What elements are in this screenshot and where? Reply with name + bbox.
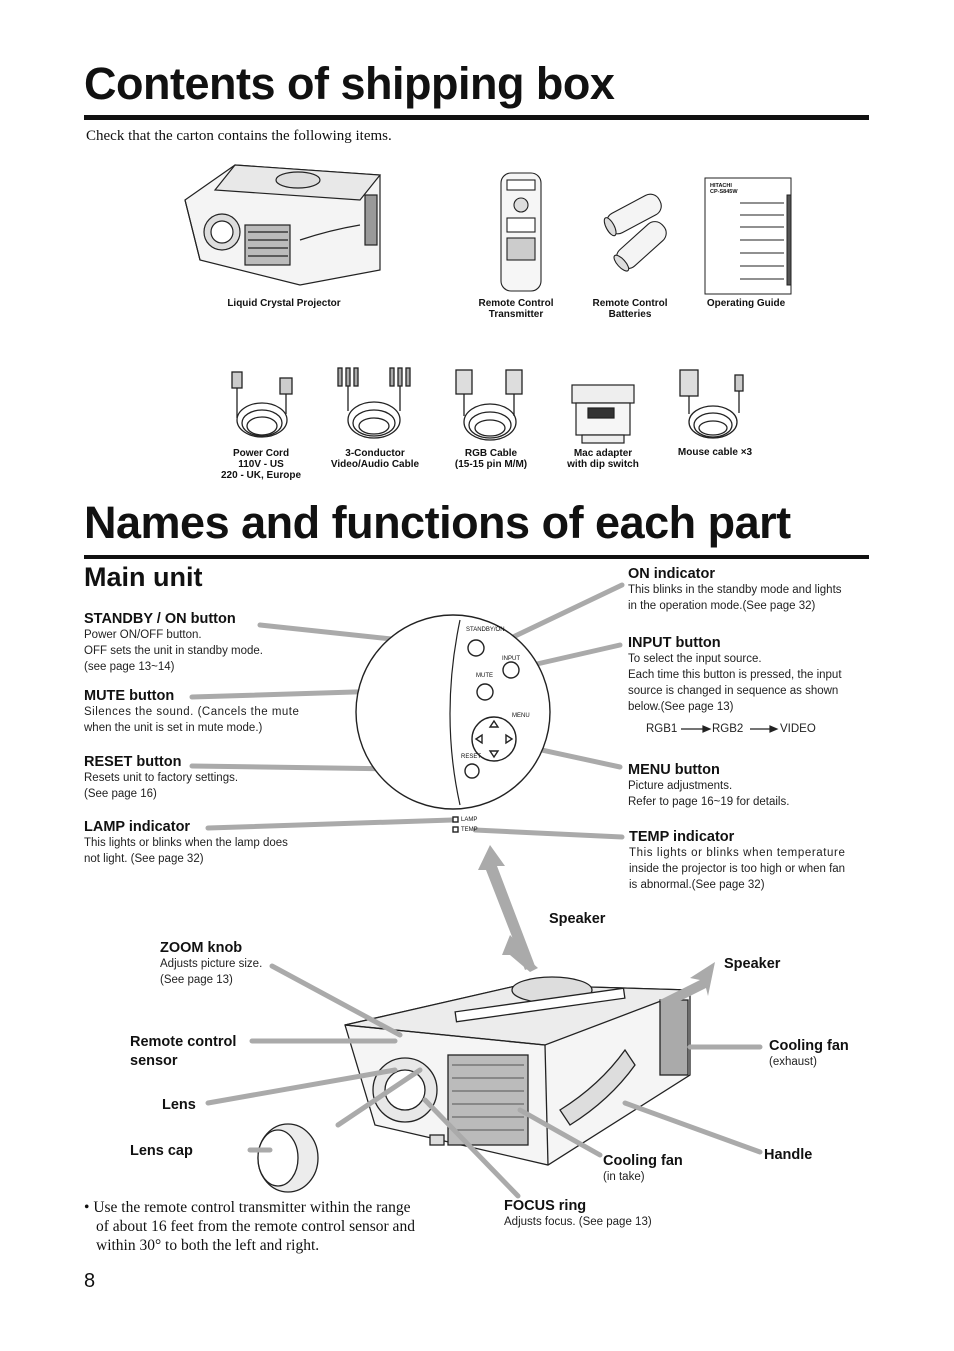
sequence-rgb2: RGB2 — [712, 723, 744, 735]
panel-label-reset: RESET — [461, 754, 482, 760]
title-rule — [84, 115, 869, 120]
part-temp: TEMP indicator This lights or blinks whe… — [629, 829, 846, 891]
mouse-cable-image — [679, 369, 744, 439]
part-reset: RESET button Resets unit to factory sett… — [84, 754, 239, 800]
part-on-indicator: ON indicator This blinks in the standby … — [628, 566, 842, 612]
part-lens: Lens — [162, 1097, 196, 1113]
caption-rgb-cable: RGB Cable(15-15 pin M/M) — [454, 448, 528, 470]
part-fan-exhaust: Cooling fan (exhaust) — [769, 1038, 849, 1068]
intro-text: Check that the carton contains the follo… — [86, 128, 392, 144]
part-fan-intake: Cooling fan (in take) — [603, 1153, 683, 1183]
part-speaker-side: Speaker — [724, 956, 781, 972]
part-lens-cap: Lens cap — [130, 1143, 193, 1159]
rgb-cable-image — [455, 369, 523, 441]
remote-image — [500, 172, 542, 292]
part-input: INPUT button To select the input source.… — [628, 635, 842, 713]
guide-image — [704, 177, 792, 295]
part-zoom: ZOOM knob Adjusts picture size. (See pag… — [160, 940, 263, 986]
page-number: 8 — [84, 1270, 96, 1292]
part-speaker-top: Speaker — [549, 911, 606, 927]
sequence-rgb1: RGB1 — [646, 723, 678, 735]
section-title-contents: Contents of shipping box — [84, 58, 615, 109]
caption-mouse-cable: Mouse cable ×3 — [677, 447, 753, 458]
panel-label-temp: TEMP — [461, 827, 478, 833]
panel-label-standby: STANDBY/ON — [466, 627, 505, 633]
panel-label-input: INPUT — [502, 656, 520, 662]
section-title-names: Names and functions of each part — [84, 497, 791, 548]
panel-label-lamp: LAMP — [461, 817, 478, 823]
subtitle-main-unit: Main unit — [84, 562, 203, 592]
part-lamp: LAMP indicator This lights or blinks whe… — [84, 819, 288, 865]
batteries-image — [603, 193, 667, 272]
control-panel — [355, 614, 551, 833]
part-focus: FOCUS ring Adjusts focus. (See page 13) — [504, 1198, 652, 1228]
panel-label-mute: MUTE — [476, 673, 493, 679]
power-cord-image — [231, 371, 293, 438]
sequence-video: VIDEO — [780, 723, 816, 735]
title-rule-2 — [84, 555, 869, 559]
guide-cover-text: HITACHI CP-S845W — [710, 183, 738, 195]
lens-cap-image — [257, 1123, 319, 1193]
mac-adapter-image — [571, 384, 635, 444]
part-menu: MENU button Picture adjustments. Refer t… — [628, 762, 790, 808]
panel-label-menu: MENU — [512, 713, 530, 719]
remote-range-note-3: within 30° to both the left and right. — [96, 1237, 320, 1254]
av-cable-image — [337, 367, 411, 439]
part-handle: Handle — [764, 1147, 813, 1163]
part-standby: STANDBY / ON button Power ON/OFF button.… — [84, 611, 263, 673]
part-mute: MUTE button Silences the sound. (Cancels… — [84, 688, 300, 734]
part-remote-sensor: Remote control sensor — [130, 1034, 237, 1069]
projector-image — [184, 164, 382, 286]
projector-main-image — [344, 976, 691, 1166]
remote-range-note-2: of about 16 feet from the remote control… — [96, 1218, 415, 1235]
caption-guide: Operating Guide — [706, 298, 786, 309]
remote-range-note: • Use the remote control transmitter wit… — [84, 1199, 411, 1216]
caption-projector: Liquid Crystal Projector — [227, 298, 341, 309]
